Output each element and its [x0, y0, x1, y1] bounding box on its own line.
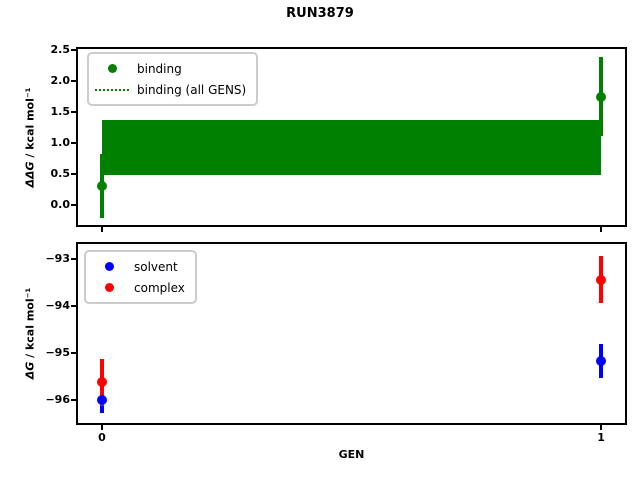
legend-handle [92, 262, 126, 271]
y-tick [71, 173, 76, 176]
y-tick [71, 80, 76, 83]
y-tick [71, 399, 76, 402]
legend-label: binding [137, 61, 182, 76]
x-tick-label: 1 [597, 431, 605, 444]
x-tick [600, 227, 603, 232]
legend-handle [95, 64, 129, 73]
binding-point [596, 91, 607, 102]
y-tick-label: 0.0 [50, 198, 71, 212]
complex-point [596, 274, 607, 285]
y-tick-label: −94 [45, 299, 70, 313]
y-tick [71, 258, 76, 261]
y-axis-label-symbol: ΔG [23, 361, 37, 380]
legend-binding: binding binding (all GENS) [87, 52, 259, 106]
legend-label: binding (all GENS) [137, 82, 247, 97]
y-axis-label-units: / kcal mol⁻¹ [23, 86, 37, 161]
solvent-point [596, 356, 607, 367]
dotted-line-icon [95, 88, 129, 91]
legend-label: solvent [134, 259, 178, 274]
y-tick-label: 2.5 [50, 43, 71, 57]
y-tick [71, 352, 76, 355]
y-tick-label: 1.0 [50, 136, 71, 150]
axes-ddg: ΔΔG / kcal mol⁻¹ binding binding (all GE… [24, 44, 627, 232]
legend-handle [95, 88, 129, 91]
chart-title: RUN3879 [286, 6, 354, 21]
y-tick [71, 49, 76, 52]
x-tick-label: 0 [98, 431, 106, 444]
y-tick [71, 142, 76, 145]
y-tick-label: 2.0 [50, 74, 71, 88]
x-tick [100, 227, 103, 232]
legend-handle [92, 283, 126, 292]
y-tick [71, 204, 76, 207]
legend-label: complex [134, 280, 185, 295]
x-tick [100, 425, 103, 430]
y-tick [71, 305, 76, 308]
binding-marker-icon [107, 64, 117, 73]
legend-item-binding: binding [95, 58, 246, 79]
binding-all-gens-band [101, 120, 602, 175]
legend-item-complex: complex [92, 277, 185, 298]
x-tick [600, 425, 603, 430]
y-tick-label: −93 [45, 252, 70, 266]
y-tick [71, 111, 76, 114]
binding-point [96, 180, 107, 191]
y-tick-label: −96 [45, 393, 70, 407]
y-tick-label: 1.5 [50, 105, 71, 119]
y-tick-label: 0.5 [50, 167, 71, 181]
axes-dg: ΔG / kcal mol⁻¹ GEN solvent complex −93−… [24, 242, 627, 461]
legend-item-solvent: solvent [92, 256, 185, 277]
legend-item-binding-all-gens: binding (all GENS) [95, 79, 246, 100]
complex-point [96, 377, 107, 388]
solvent-point [96, 395, 107, 406]
complex-marker-icon [104, 283, 114, 292]
solvent-marker-icon [104, 262, 114, 271]
x-axis-label: GEN [338, 448, 365, 461]
y-tick-label: −95 [45, 346, 70, 360]
legend-solvent-complex: solvent complex [84, 250, 197, 304]
